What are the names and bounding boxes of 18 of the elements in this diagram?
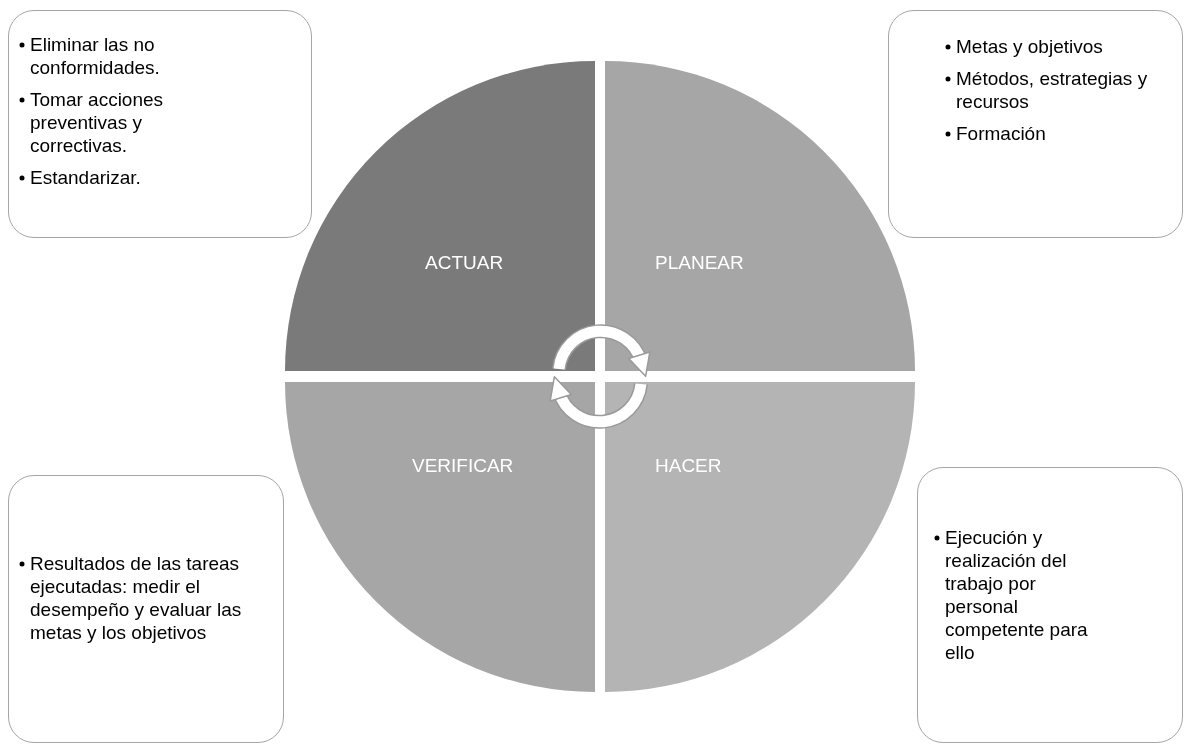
text-card <box>8 475 284 743</box>
bullet-text: Ejecución y realización del trabajo por personal competente para ello <box>945 526 1089 664</box>
text-card <box>917 467 1183 743</box>
bullet-text: Resultados de las tareas ejecutadas: medir el desempeño y evaluar las metas y los objetivos <box>30 552 243 644</box>
quadrant-segment <box>605 382 915 692</box>
quadrant-label: PLANEAR <box>655 251 744 274</box>
bullet-text: Estandarizar. <box>30 166 141 189</box>
quadrant-label: HACER <box>655 454 722 477</box>
bullet-text: Eliminar las no conformidades. <box>30 33 161 79</box>
text-card <box>888 10 1183 238</box>
bullet-text: Tomar acciones preventivas y correctivas. <box>30 88 165 157</box>
text-card <box>8 10 312 238</box>
bullet-text: Metas y objetivos <box>956 35 1103 58</box>
bullet-text: Métodos, estrategias y recursos <box>956 67 1149 113</box>
bullet-text: Formación <box>956 122 1046 145</box>
quadrant-label: VERIFICAR <box>412 454 514 477</box>
quadrant-segment <box>285 382 595 692</box>
quadrant-label: ACTUAR <box>425 251 504 274</box>
